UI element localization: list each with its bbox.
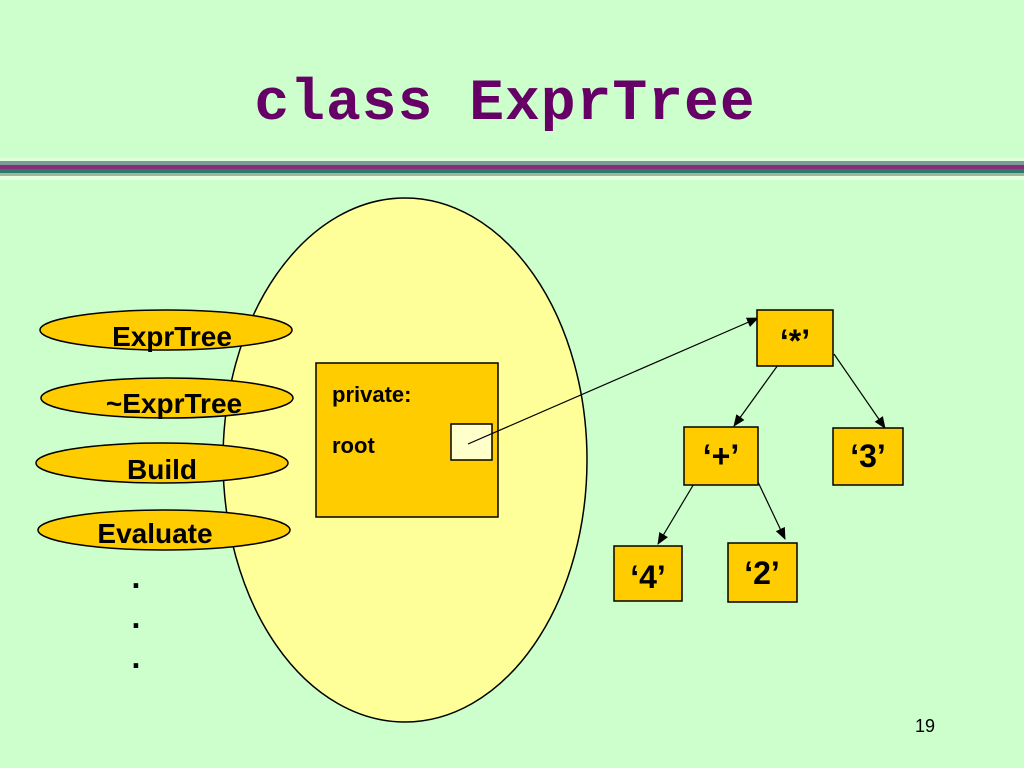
method-label-constructor: ExprTree bbox=[112, 321, 232, 352]
tree-node-three bbox=[832, 427, 904, 486]
edge-plus-to-two bbox=[757, 481, 786, 540]
ellipsis-dot-3: . bbox=[132, 639, 141, 675]
title-divider bbox=[0, 158, 1024, 180]
tree-node-three-label: ‘3’ bbox=[850, 438, 886, 474]
slide-title: class ExprTree bbox=[254, 72, 756, 137]
method-oval-evaluate bbox=[37, 509, 291, 551]
tree-node-multiply-label: ‘*’ bbox=[780, 323, 810, 359]
tree-node-four-label: ‘4’ bbox=[630, 559, 666, 595]
ellipsis-dot-1: . bbox=[132, 559, 141, 595]
edge-root-to-plus bbox=[733, 364, 779, 427]
tree-node-two-label: ‘2’ bbox=[744, 555, 780, 591]
tree-node-plus bbox=[683, 426, 759, 486]
method-label-build: Build bbox=[127, 454, 197, 485]
tree-node-two bbox=[727, 542, 798, 603]
method-oval-build bbox=[35, 442, 289, 484]
ellipsis-dot-2: . bbox=[132, 599, 141, 635]
tree-node-plus-label: ‘+’ bbox=[703, 438, 739, 474]
method-label-evaluate: Evaluate bbox=[97, 518, 212, 549]
method-label-destructor: ~ExprTree bbox=[106, 388, 242, 419]
tree-node-multiply bbox=[756, 309, 834, 367]
edge-root-to-three bbox=[833, 353, 886, 429]
page-number: 19 bbox=[914, 716, 936, 736]
method-oval-constructor bbox=[39, 309, 293, 351]
method-oval-destructor bbox=[40, 377, 294, 419]
root-field-label: root bbox=[332, 433, 375, 458]
root-pointer-arrow bbox=[467, 317, 759, 445]
tree-node-four bbox=[613, 545, 683, 602]
private-label: private: bbox=[332, 382, 411, 407]
